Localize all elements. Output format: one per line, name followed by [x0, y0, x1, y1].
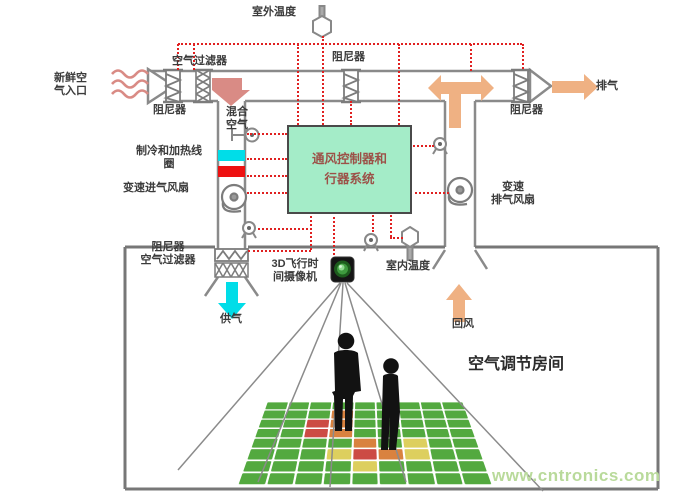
- label-outdoor-temp: 室外温度: [252, 6, 296, 18]
- fresh-air-waves-icon: [111, 69, 149, 99]
- label-tof-camera-line2: 间摄像机: [273, 271, 317, 284]
- label-damper-left: 阻尼器: [153, 104, 186, 116]
- ventilation-controller-box: 通风控制器和 行器系统: [287, 125, 412, 214]
- room-filter-icon: [214, 262, 249, 278]
- person-silhouette: [332, 332, 361, 431]
- label-room-damper-filter: 阻尼器 空气过滤器: [128, 241, 208, 267]
- control-line: [470, 44, 472, 71]
- label-coils-line2: 圈: [163, 158, 175, 171]
- label-mixed-air: 混合 空气: [217, 106, 257, 132]
- label-coils-line1: 制冷和加热线: [136, 145, 202, 157]
- exhaust-fan-icon: [446, 176, 474, 206]
- label-mixed-air-line2: 空气: [226, 119, 248, 132]
- controller-label-line2: 行器系统: [324, 171, 375, 186]
- heating-coil: [218, 166, 245, 177]
- duct-sensor-icon: [241, 221, 257, 239]
- control-line: [322, 36, 324, 125]
- control-line: [310, 212, 312, 250]
- label-damper-right: 阻尼器: [510, 104, 543, 116]
- label-tof-camera-line1: 3D飞行时: [271, 258, 319, 270]
- control-line: [297, 44, 299, 125]
- label-return-air: 回风: [452, 318, 474, 330]
- control-line: [410, 145, 434, 147]
- air-filter-icon: [193, 68, 213, 104]
- label-supply-fan: 变速进气风扇: [123, 182, 189, 194]
- label-damper-top: 阻尼器: [332, 51, 365, 63]
- control-line: [350, 101, 352, 125]
- room-damper-icon: [214, 248, 249, 262]
- control-line: [522, 44, 524, 69]
- control-line: [410, 192, 449, 194]
- label-room-name: 空气调节房间: [468, 356, 565, 373]
- label-exhaust: 排气: [596, 80, 618, 92]
- label-air-filter: 空气过滤器: [172, 55, 227, 67]
- control-line: [248, 250, 311, 252]
- control-line: [247, 175, 287, 177]
- label-mixed-air-line1: 混合: [226, 106, 248, 118]
- recirculate-exhaust-arrow: [428, 75, 494, 128]
- label-fresh-air-line1: 新鲜空: [54, 72, 87, 84]
- control-line: [333, 212, 335, 255]
- control-line: [390, 212, 392, 237]
- label-fresh-air-inlet: 新鲜空 气入口: [54, 72, 87, 98]
- damper-exhaust-icon: [511, 68, 531, 104]
- label-fresh-air-line2: 气入口: [54, 85, 87, 98]
- supply-air-arrow: [218, 282, 246, 319]
- room-outline: [123, 245, 660, 491]
- controller-label-line1: 通风控制器和: [311, 152, 387, 167]
- control-line: [372, 212, 374, 232]
- supply-fan-icon: [220, 183, 248, 213]
- indoor-temp-sensor-icon: [401, 225, 419, 261]
- return-duct-sensor-icon: [432, 137, 448, 155]
- control-line: [398, 44, 400, 125]
- control-line: [177, 44, 179, 70]
- mixed-air-arrow: [212, 78, 250, 106]
- damper-top-icon: [341, 68, 361, 104]
- person-silhouette: [381, 358, 400, 450]
- cooling-coil: [218, 150, 245, 161]
- room-valve-sensor-icon: [363, 233, 379, 252]
- exhaust-arrow: [552, 74, 598, 100]
- control-line: [247, 192, 287, 194]
- label-exhaust-fan-line2: 排气风扇: [491, 194, 535, 207]
- label-room-damper-line1: 阻尼器: [151, 241, 185, 253]
- outdoor-temp-sensor-icon: [312, 5, 332, 39]
- control-line: [193, 44, 195, 70]
- fresh-air-inlet-funnel: [146, 66, 177, 106]
- label-exhaust-fan-line1: 变速: [502, 181, 524, 193]
- mixed-air-sensor-icon: [231, 127, 260, 143]
- label-tof-camera: 3D飞行时 间摄像机: [263, 258, 327, 284]
- label-exhaust-fan: 变速 排气风扇: [487, 181, 539, 207]
- control-line: [178, 43, 522, 45]
- label-room-damper-line2: 空气过滤器: [140, 254, 196, 267]
- exhaust-outlet-funnel: [528, 67, 554, 105]
- tof-camera-icon: [330, 256, 355, 283]
- control-line: [258, 228, 312, 230]
- label-indoor-temp: 室内温度: [386, 260, 430, 272]
- label-supply-air: 供气: [220, 313, 242, 325]
- control-line: [247, 133, 287, 135]
- control-line: [390, 237, 403, 239]
- control-line: [247, 158, 287, 160]
- return-air-arrow: [446, 284, 472, 322]
- damper-inlet-icon: [163, 68, 183, 104]
- label-coils: 制冷和加热线 圈: [124, 145, 214, 171]
- watermark-url: www.cntronics.com: [492, 466, 661, 485]
